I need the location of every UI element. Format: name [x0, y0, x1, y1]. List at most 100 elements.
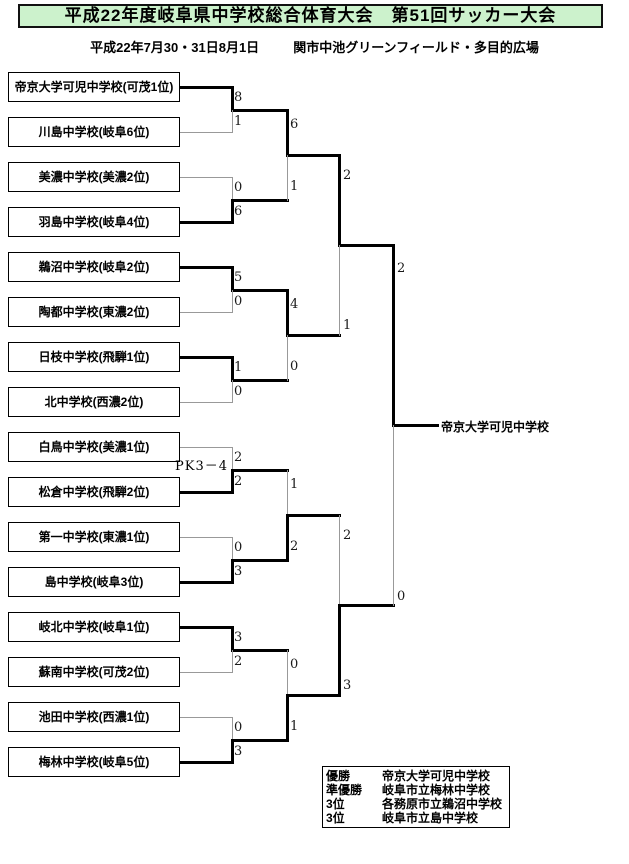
team-box-shima: 島中学校(岐阜3位): [8, 567, 180, 597]
bracket-vline: [231, 266, 234, 292]
score-r1m6-top: 0: [234, 540, 243, 555]
score-r1m2-bottom: 6: [234, 204, 243, 219]
bracket-vline: [232, 650, 233, 673]
bracket-hline: [180, 491, 234, 494]
score-r1m8-top: 0: [234, 720, 243, 735]
bracket-vline: [339, 515, 340, 606]
bracket-hline: [287, 334, 341, 337]
bracket-hline: [393, 424, 439, 427]
champion-name: 帝京大学可児中学校: [441, 420, 550, 434]
bracket-hline: [232, 649, 289, 652]
event-venue: 関市中池グリーンフィールド・多目的広場: [293, 40, 539, 55]
standing-row-runner-up: 準優勝 岐阜市立梅林中学校: [326, 783, 506, 797]
team-box-shirotori: 白鳥中学校(美濃1位): [8, 432, 180, 462]
score-r1m3-bottom: 0: [234, 294, 243, 309]
score-r1m4-top: 1: [234, 360, 243, 375]
bracket-vline: [338, 604, 341, 697]
standing-value: 各務原市立鵜沼中学校: [382, 797, 503, 811]
score-sf2-top: 2: [343, 528, 352, 543]
standing-row-third-b: 3位 岐阜市立島中学校: [326, 811, 506, 825]
standing-value: 岐阜市立梅林中学校: [382, 783, 491, 797]
bracket-hline: [180, 537, 233, 538]
bracket-hline: [339, 604, 395, 607]
bracket-vline: [231, 199, 234, 224]
bracket-hline: [232, 469, 289, 472]
standing-label: 3位: [326, 797, 345, 811]
bracket-vline: [232, 177, 233, 201]
score-r1m1-top: 8: [234, 90, 243, 105]
bracket-vline: [286, 514, 289, 562]
bracket-vline: [392, 244, 395, 427]
standing-value: 岐阜市立島中学校: [382, 811, 479, 825]
bracket-hline: [287, 154, 341, 157]
bracket-hline: [180, 626, 234, 629]
team-box-mino: 美濃中学校(美濃2位): [8, 162, 180, 192]
score-r1m1-bottom: 1: [234, 114, 243, 129]
bracket-hline: [232, 379, 289, 382]
bracket-vline: [232, 717, 233, 741]
score-r1m4-bottom: 0: [234, 384, 243, 399]
team-box-unuma: 鵜沼中学校(岐阜2位): [8, 252, 180, 282]
score-final-bottom: 0: [397, 589, 406, 604]
bracket-hline: [180, 221, 234, 224]
team-box-ikeda: 池田中学校(西濃1位): [8, 702, 180, 732]
score-r1m5-top: 2: [234, 450, 243, 465]
team-box-toto: 陶都中学校(東濃2位): [8, 297, 180, 327]
bracket-hline: [180, 177, 233, 178]
score-r1m7-bottom: 2: [234, 654, 243, 669]
score-qf2-top: 4: [290, 297, 299, 312]
bracket-hline: [232, 289, 289, 292]
standing-row-champion: 優勝 帝京大学可児中学校: [326, 769, 506, 783]
bracket-hline: [287, 514, 341, 517]
bracket-vline: [393, 425, 394, 606]
bracket-vline: [231, 739, 234, 764]
bracket-vline: [231, 356, 234, 382]
bracket-hline: [232, 199, 289, 202]
event-dates: 平成22年7月30・31日8月1日: [90, 40, 260, 55]
bracket-vline: [232, 290, 233, 313]
team-box-bairin: 梅林中学校(岐阜5位): [8, 747, 180, 777]
bracket-vline: [232, 447, 233, 471]
team-box-gihoku: 岐北中学校(岐阜1位): [8, 612, 180, 642]
bracket-vline: [286, 289, 289, 337]
bracket-vline: [338, 154, 341, 247]
team-box-matsukura: 松倉中学校(飛騨2位): [8, 477, 180, 507]
bracket-vline: [231, 469, 234, 494]
score-r1m6-bottom: 3: [234, 564, 243, 579]
score-qf1-top: 6: [290, 117, 299, 132]
standing-label: 優勝: [326, 769, 351, 783]
team-box-kita: 北中学校(西濃2位): [8, 387, 180, 417]
bracket-hline: [232, 559, 289, 562]
bracket-hline: [180, 761, 234, 764]
standing-row-third-a: 3位 各務原市立鵜沼中学校: [326, 797, 506, 811]
score-qf3-bottom: 2: [290, 539, 299, 554]
bracket-vline: [232, 110, 233, 133]
bracket-vline: [231, 559, 234, 584]
score-r1m3-top: 5: [234, 270, 243, 285]
score-r1m8-bottom: 3: [234, 744, 243, 759]
bracket-hline: [180, 581, 234, 584]
standing-label: 準優勝: [326, 783, 363, 797]
bracket-vline: [231, 626, 234, 652]
score-qf1-bottom: 1: [290, 179, 299, 194]
bracket-vline: [339, 245, 340, 336]
bracket-vline: [286, 109, 289, 157]
score-r1m5-bottom: 2: [234, 474, 243, 489]
team-box-daiichi: 第一中学校(東濃1位): [8, 522, 180, 552]
bracket-hline: [339, 244, 395, 247]
bracket-hline: [180, 447, 233, 448]
score-qf4-top: 0: [290, 657, 299, 672]
bracket-vline: [287, 155, 288, 201]
score-final-top: 2: [397, 261, 406, 276]
final-standings-box: 優勝 帝京大学可児中学校 準優勝 岐阜市立梅林中学校 3位 各務原市立鵜沼中学校…: [322, 766, 510, 828]
bracket-vline: [287, 335, 288, 381]
bracket-hline: [287, 694, 341, 697]
bracket-vline: [232, 537, 233, 561]
bracket-hline: [180, 132, 233, 133]
bracket-hline: [180, 672, 233, 673]
team-box-kawashima: 川島中学校(岐阜6位): [8, 117, 180, 147]
score-qf3-top: 1: [290, 477, 299, 492]
pk-shootout-note: PK3－4: [174, 459, 228, 474]
page-title: 平成22年度岐阜県中学校総合体育大会 第51回サッカー大会: [18, 4, 603, 28]
